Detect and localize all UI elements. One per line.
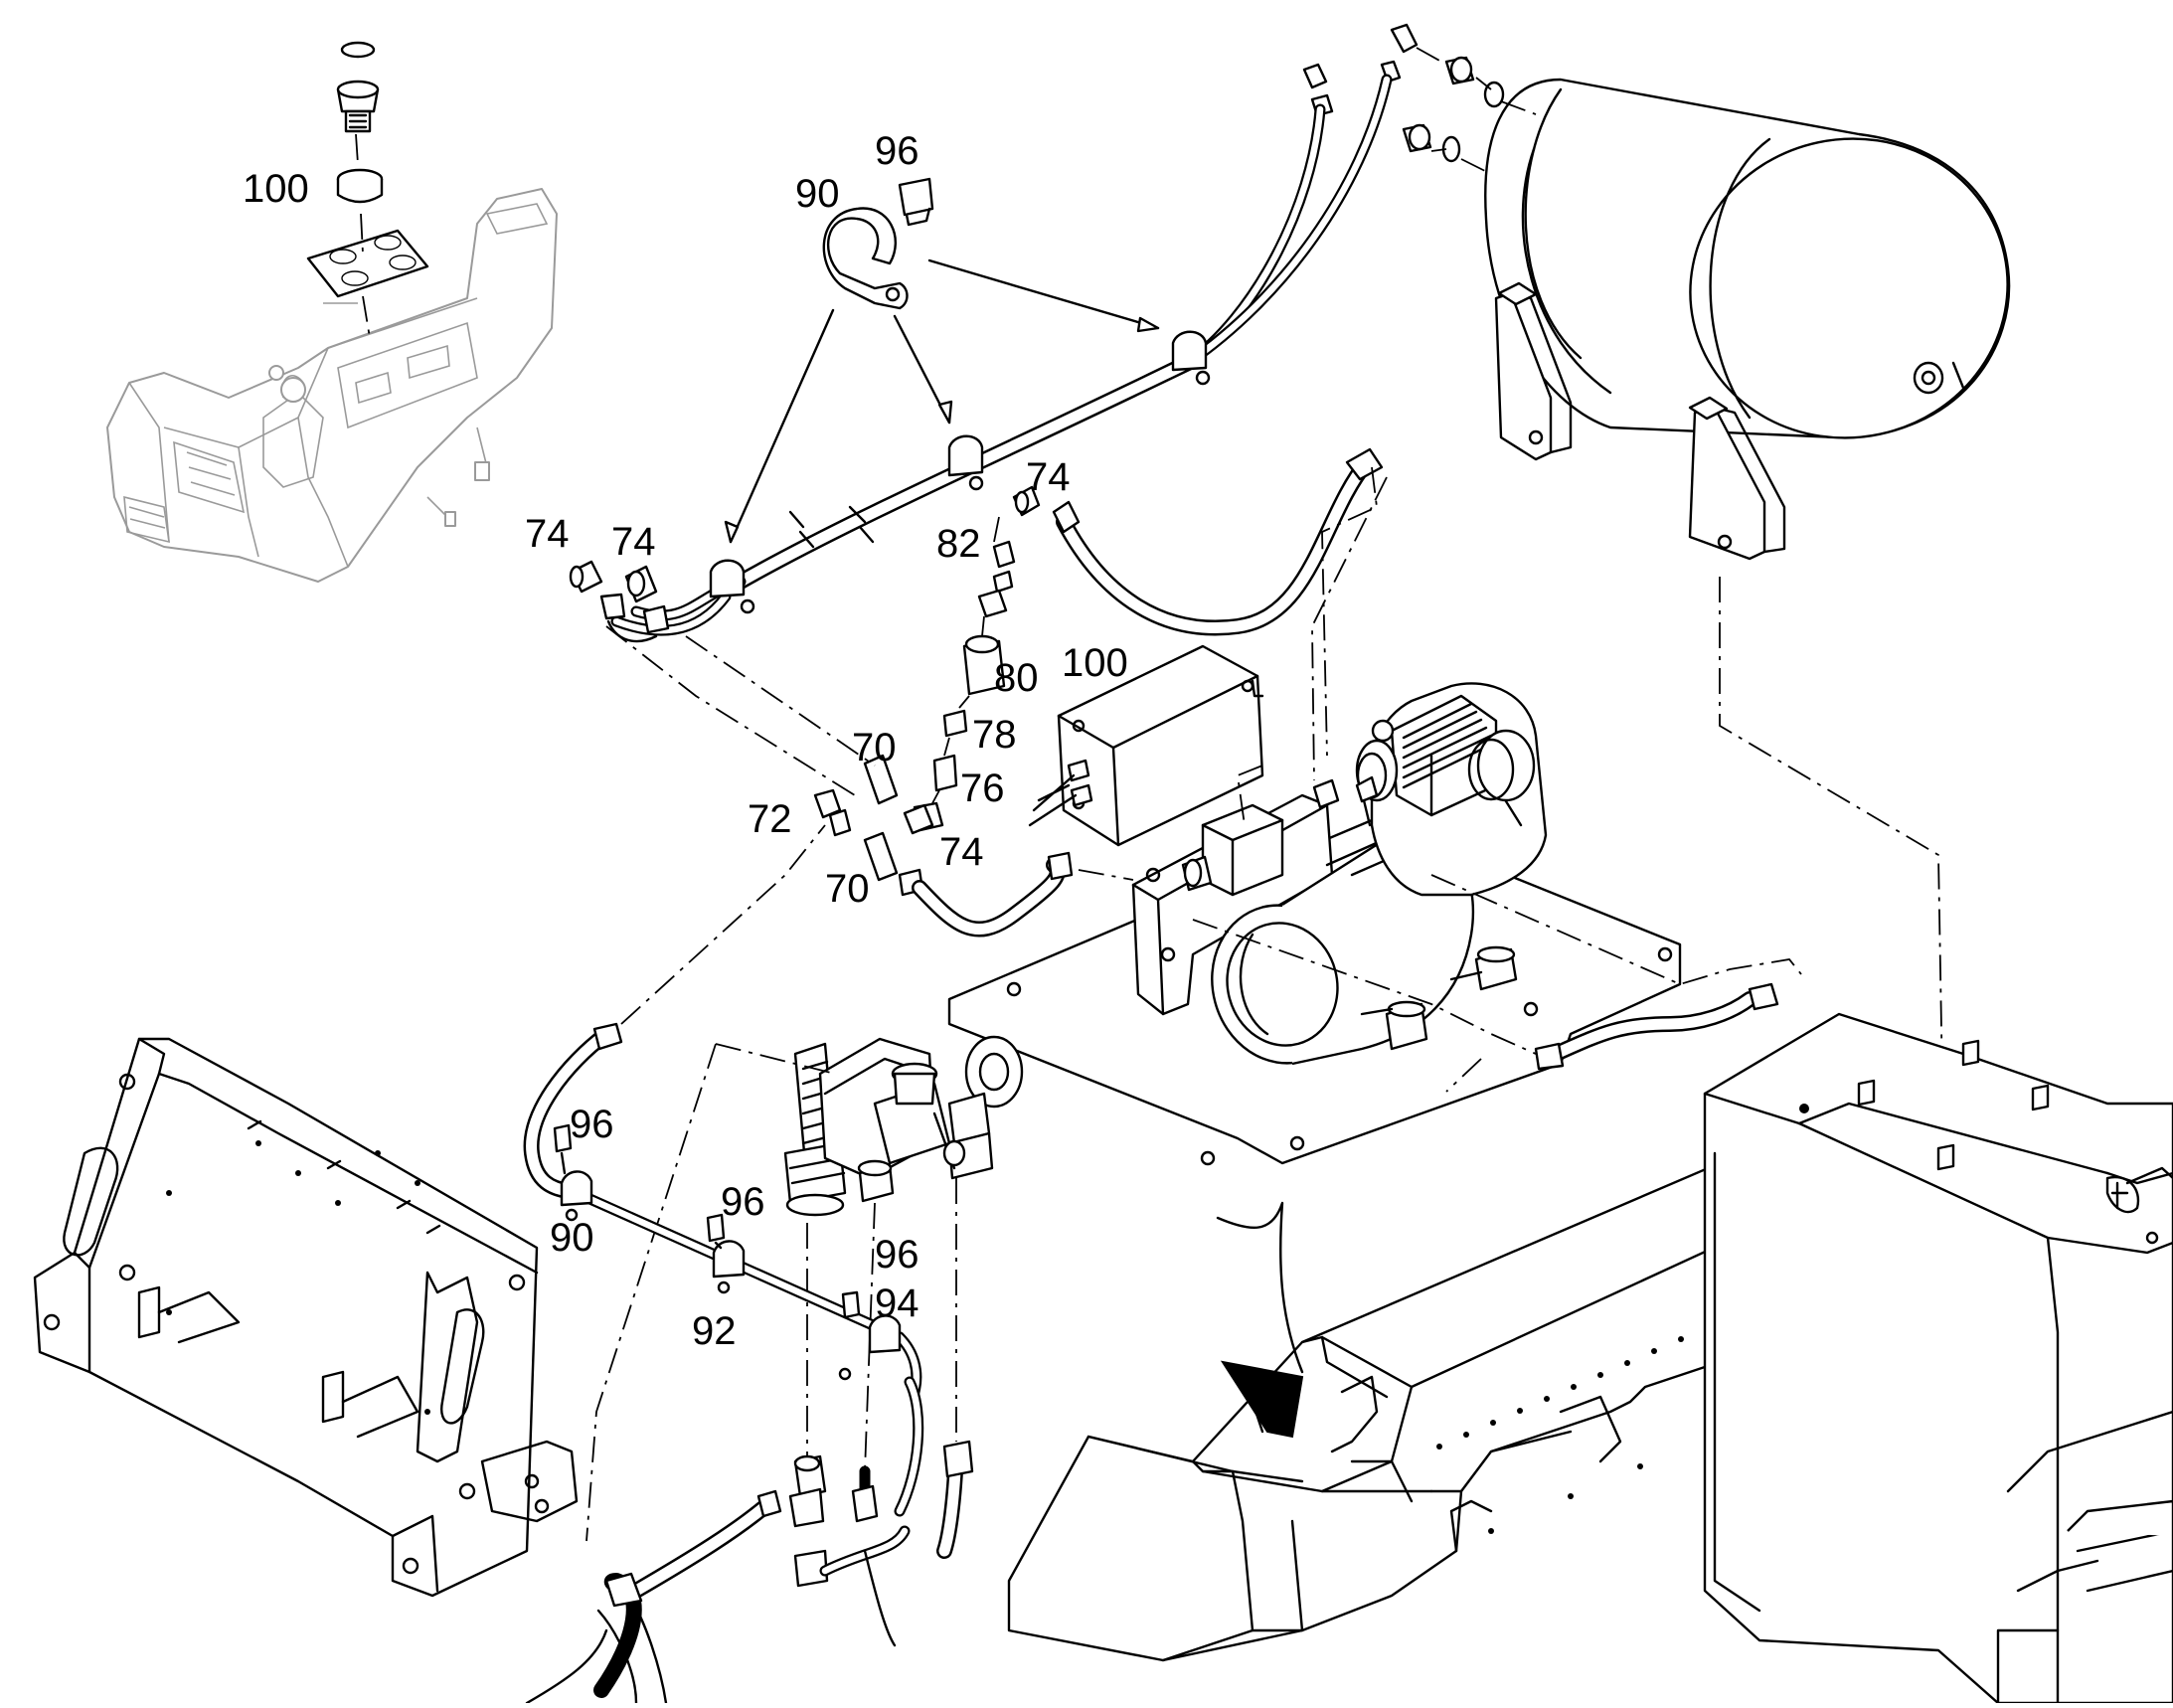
valve-guide-lines <box>585 1043 957 1542</box>
chassis-frame <box>1007 1131 1881 1662</box>
callout-96-left: 96 <box>570 1103 614 1146</box>
callout-82: 82 <box>936 522 981 566</box>
pressure-valve-assembly <box>715 1035 1024 1217</box>
outlet-hose <box>1192 874 1802 1093</box>
callout-labels: 100 90 96 74 74 74 82 80 100 78 70 76 72… <box>243 129 1128 1353</box>
callout-90-left: 90 <box>550 1216 594 1260</box>
callout-80: 80 <box>994 656 1039 700</box>
clamp-and-bolt-top <box>724 177 1160 544</box>
electrical-box <box>1028 644 1264 847</box>
callout-94: 94 <box>875 1281 919 1325</box>
lower-hoses <box>525 1376 974 1705</box>
callout-96-center: 96 <box>721 1180 765 1224</box>
middle-fittings <box>605 625 1134 938</box>
tank-fittings <box>1302 23 1537 175</box>
callout-96-top: 96 <box>875 129 919 173</box>
tank-guide-line <box>1719 577 1944 1144</box>
left-elbow-fittings <box>569 560 670 643</box>
drain-valve-parts <box>306 41 429 339</box>
hose-guide-line <box>1311 476 1388 781</box>
cab-control-console <box>106 188 558 583</box>
callout-74-valve: 74 <box>1026 455 1071 499</box>
air-compressor <box>1131 466 1548 1066</box>
callout-100-box: 100 <box>1062 641 1128 685</box>
air-tank <box>1484 78 2011 561</box>
callout-100-top: 100 <box>243 167 309 211</box>
callout-92: 92 <box>692 1309 737 1353</box>
rear-housing <box>1703 1012 2173 1705</box>
callout-72: 72 <box>748 797 792 841</box>
callout-74-mid: 74 <box>611 520 656 564</box>
top-hose-harness <box>610 74 1393 636</box>
callout-74-left: 74 <box>525 512 570 556</box>
callout-96-right: 96 <box>875 1233 919 1277</box>
callout-90-top: 90 <box>795 172 840 216</box>
front-bracket <box>33 1037 579 1598</box>
callout-70-top: 70 <box>852 726 897 769</box>
callout-78: 78 <box>972 713 1017 757</box>
callout-70-lower: 70 <box>825 867 870 911</box>
left-hose <box>523 824 826 1201</box>
callout-76: 76 <box>960 767 1005 810</box>
callout-74-lower: 74 <box>939 830 984 874</box>
